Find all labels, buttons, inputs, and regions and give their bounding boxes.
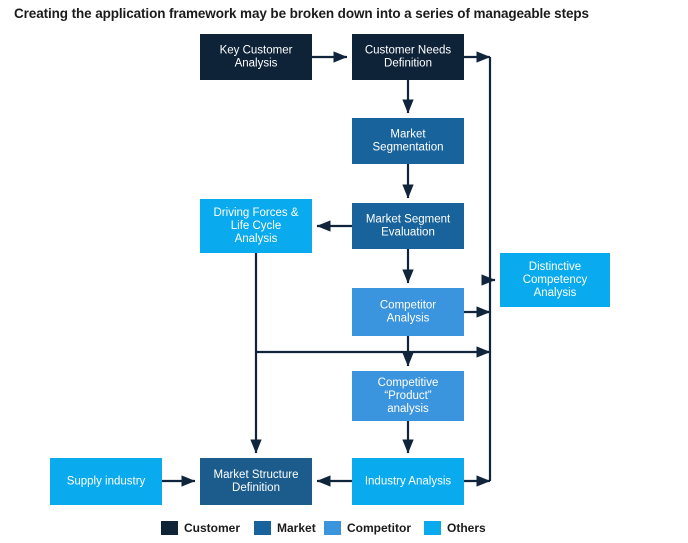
node-box-market-structure-definition: [200, 458, 312, 505]
legend-competitor-label: Competitor: [347, 521, 411, 535]
page-title: Creating the application framework may b…: [14, 6, 589, 21]
node-box-competitor-analysis: [352, 288, 464, 336]
node-supply-industry[interactable]: Supply industry: [50, 458, 162, 505]
legend-market-label: Market: [277, 521, 316, 535]
legend-competitor: Competitor: [324, 521, 411, 535]
legend-competitor-swatch: [324, 521, 341, 535]
node-industry-analysis[interactable]: Industry Analysis: [352, 458, 464, 505]
node-box-driving-forces-life-cycle: [200, 199, 312, 253]
node-box-competitive-product: [352, 371, 464, 421]
node-label-industry-analysis: Industry Analysis: [365, 476, 452, 488]
legend-customer-swatch: [161, 521, 178, 535]
legend-others: Others: [424, 521, 486, 535]
node-competitive-product[interactable]: Competitive“Product”analysis: [352, 371, 464, 421]
legend: Customer Market Competitor Others: [161, 521, 486, 535]
node-box-distinctive-competency: [500, 253, 610, 307]
node-box-industry-analysis: [352, 458, 464, 505]
legend-others-swatch: [424, 521, 441, 535]
legend-customer: Customer: [161, 521, 240, 535]
legend-customer-label: Customer: [184, 521, 240, 535]
legend-market: Market: [254, 521, 316, 535]
edges-layer: [162, 51, 496, 487]
node-box-supply-industry: [50, 458, 162, 505]
node-box-key-customer-analysis: [200, 34, 312, 80]
legend-others-label: Others: [447, 521, 486, 535]
node-label-competitive-product: Competitive“Product”analysis: [378, 377, 439, 415]
node-label-supply-industry: Supply industry: [67, 476, 146, 488]
node-box-market-segmentation: [352, 118, 464, 164]
legend-market-swatch: [254, 521, 271, 535]
node-box-market-segment-evaluation: [352, 203, 464, 249]
node-box-customer-needs-definition: [352, 34, 464, 80]
